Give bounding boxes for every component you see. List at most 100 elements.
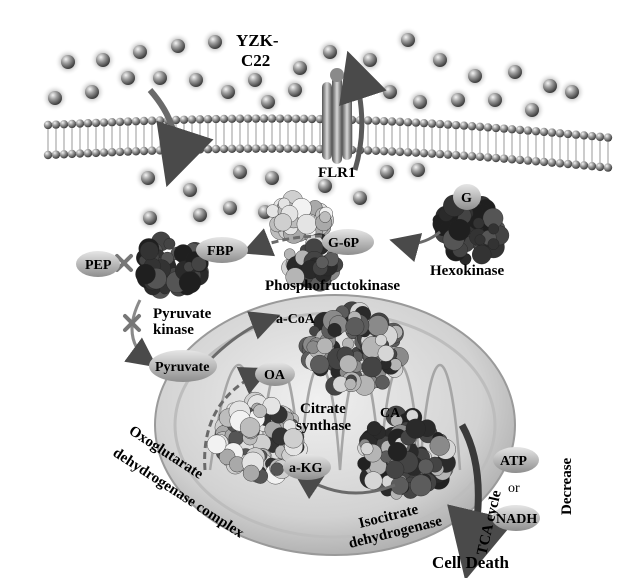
molecule-bead	[211, 114, 221, 124]
molecule-bead	[293, 61, 307, 75]
molecule-bead	[555, 159, 565, 168]
pyruvate-to-acoa-arrow	[208, 311, 281, 362]
molecule-bead	[419, 118, 429, 128]
molecule-bead	[115, 117, 125, 127]
inhibition-cross-icon	[115, 254, 133, 272]
molecule-bead	[83, 119, 93, 128]
pyruvate-label: Pyruvate	[155, 360, 209, 375]
pyruvate-kinase-structure	[135, 231, 209, 299]
molecule-bead	[579, 161, 589, 170]
molecule-bead	[433, 53, 447, 67]
molecule-bead	[251, 144, 261, 153]
fbp-label: FBP	[207, 244, 234, 259]
compound-label-line1: YZK-	[236, 31, 279, 50]
metabolite-pills	[76, 184, 540, 531]
or-label: or	[508, 481, 520, 496]
molecule-bead	[99, 148, 109, 157]
molecule-bead	[419, 148, 429, 158]
molecule-bead	[507, 125, 517, 134]
glucose-label: G	[461, 191, 472, 206]
molecule-bead	[83, 149, 93, 158]
molecule-bead	[133, 45, 147, 59]
isocitrate-to-akg-arrow	[292, 470, 396, 500]
molecule-bead	[59, 120, 69, 129]
molecule-bead	[221, 85, 235, 99]
molecule-bead	[248, 73, 262, 87]
molecule-bead	[223, 201, 237, 215]
pyruvate-kinase-label-line1: Pyruvate	[153, 306, 212, 322]
molecule-bead	[435, 119, 445, 129]
molecule-bead	[483, 153, 493, 162]
molecule-bead	[555, 129, 565, 138]
molecule-bead	[141, 171, 155, 185]
molecule-bead	[539, 127, 549, 137]
molecule-bead	[75, 119, 85, 128]
molecule-bead	[123, 117, 133, 126]
akg-label: a-KG	[289, 461, 323, 476]
molecule-bead	[43, 120, 53, 130]
molecule-bead	[443, 150, 453, 159]
molecule-bead	[189, 73, 203, 87]
molecule-bead	[195, 115, 205, 124]
molecule-bead	[131, 147, 141, 156]
molecule-bead	[219, 114, 229, 124]
molecule-bead	[411, 163, 425, 177]
molecule-bead	[131, 117, 141, 126]
molecule-bead	[275, 144, 285, 153]
molecule-bead	[275, 114, 285, 123]
molecule-bead	[459, 151, 469, 160]
molecule-bead	[467, 122, 477, 131]
molecule-bead	[595, 132, 605, 142]
molecule-bead	[587, 131, 597, 141]
molecule-bead	[475, 152, 485, 162]
molecule-bead	[203, 145, 213, 154]
molecule-bead	[147, 116, 157, 125]
molecule-bead	[571, 130, 581, 139]
molecule-bead	[523, 156, 533, 165]
molecule-bead	[99, 118, 109, 127]
molecule-bead	[413, 95, 427, 109]
molecule-bead	[387, 147, 397, 156]
molecule-bead	[67, 149, 77, 159]
molecule-bead	[179, 145, 189, 154]
flr1-transporter	[322, 68, 352, 164]
molecule-bead	[259, 114, 269, 123]
compound-label-line2: C22	[241, 51, 270, 70]
molecule-bead	[371, 116, 381, 126]
molecule-bead	[363, 146, 373, 155]
molecule-bead	[491, 153, 501, 163]
molecule-bead	[491, 123, 501, 133]
extracellular-molecules	[41, 26, 586, 124]
molecule-bead	[483, 123, 493, 132]
molecule-bead	[307, 114, 317, 124]
molecule-bead	[451, 120, 461, 130]
molecule-bead	[547, 158, 557, 167]
molecule-bead	[525, 103, 539, 117]
molecule-bead	[288, 83, 302, 97]
acoa-label: a-CoA	[276, 312, 316, 327]
molecule-bead	[251, 114, 261, 123]
molecule-bead	[155, 116, 165, 125]
molecule-bead	[587, 161, 597, 171]
molecule-bead	[363, 116, 373, 125]
molecule-bead	[291, 144, 301, 153]
inhibition-cross-icon	[123, 314, 141, 332]
molecule-bead	[401, 33, 415, 47]
molecule-bead	[547, 128, 557, 137]
molecule-bead	[193, 208, 207, 222]
molecule-bead	[515, 125, 525, 135]
influx-arrow	[147, 88, 214, 188]
molecule-bead	[211, 144, 221, 154]
molecule-bead	[227, 114, 237, 124]
molecule-bead	[75, 149, 85, 158]
molecule-bead	[395, 117, 405, 127]
molecule-bead	[499, 124, 509, 133]
molecule-bead	[107, 118, 117, 127]
molecule-bead	[523, 126, 533, 135]
molecule-bead	[163, 146, 173, 155]
molecule-bead	[183, 183, 197, 197]
citrate-synthase-label-line2: synthase	[296, 418, 351, 434]
molecule-bead	[387, 117, 397, 126]
molecule-bead	[96, 53, 110, 67]
tca-arrow	[447, 423, 516, 578]
